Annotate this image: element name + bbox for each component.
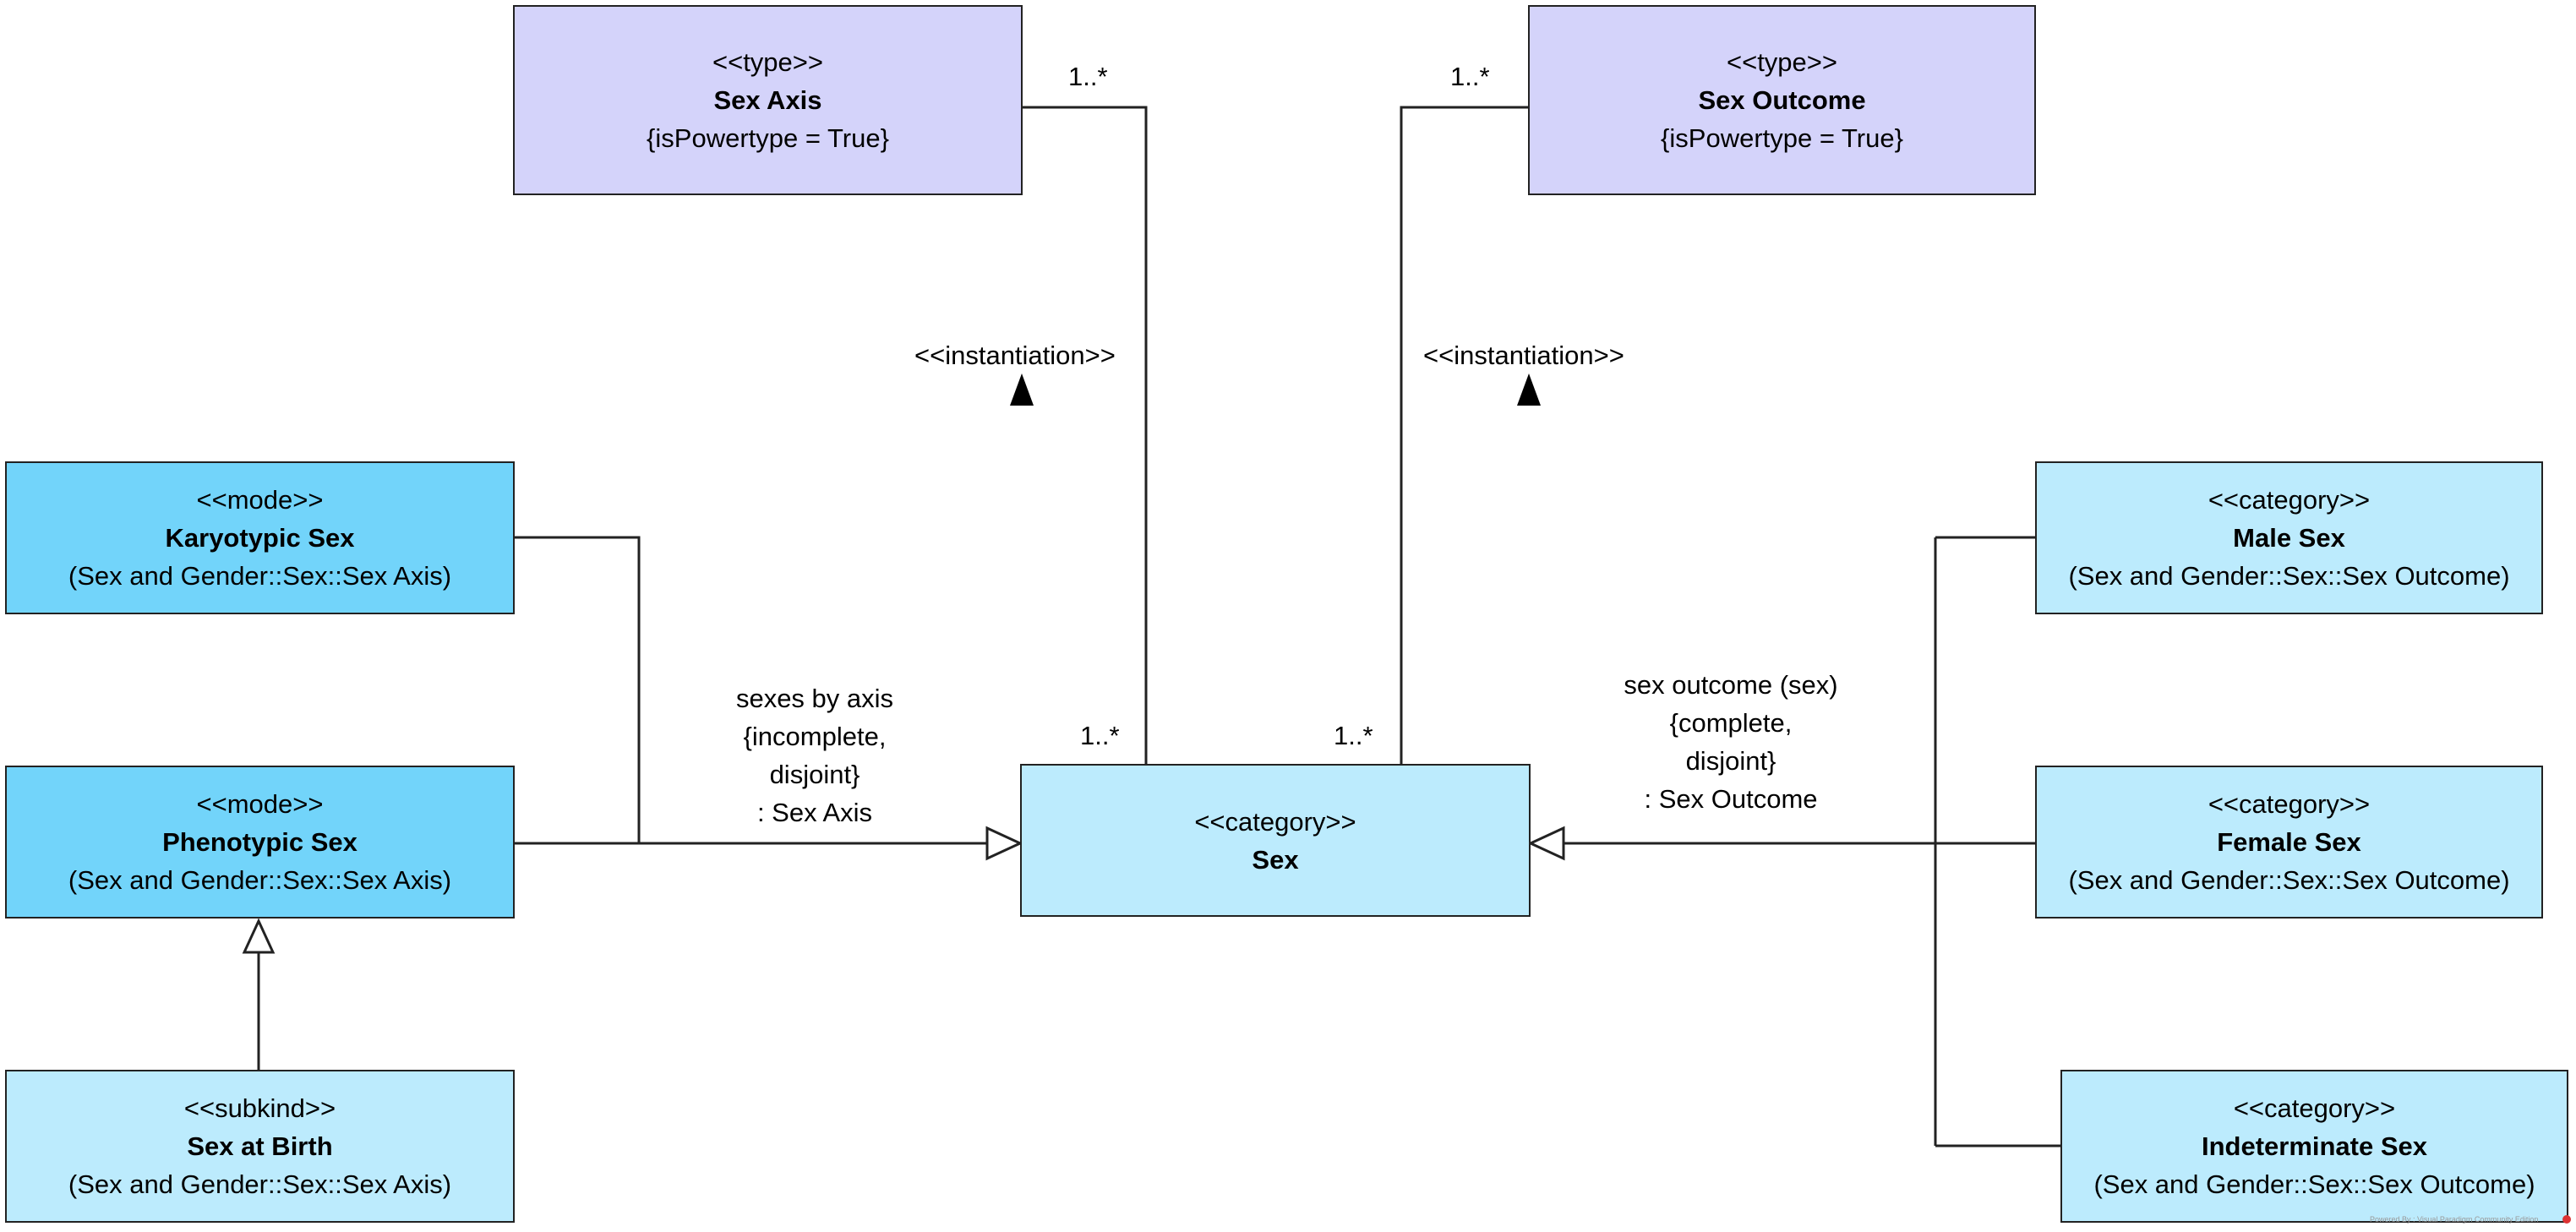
class-name: Sex Axis — [713, 85, 822, 115]
instantiation-direction-icon — [1517, 373, 1541, 406]
class-name: Karyotypic Sex — [165, 523, 355, 553]
genset-line: sexes by axis — [735, 684, 894, 713]
multiplicity-label: 1..* — [1080, 721, 1120, 750]
class-name: Indeterminate Sex — [2201, 1131, 2428, 1161]
generalization-arrowhead-subkind — [242, 918, 276, 954]
stereotype-label: <<category>> — [2208, 485, 2371, 515]
instantiation-direction-icon — [1010, 373, 1034, 406]
instantiation-line-right — [1400, 106, 1528, 764]
class-indeterminate-sex[interactable]: <<category>> Indeterminate Sex (Sex and … — [2060, 1070, 2568, 1223]
class-name: Phenotypic Sex — [162, 827, 357, 857]
multiplicity-label: 1..* — [1450, 62, 1490, 91]
genset-outcome-label: sex outcome (sex) {complete, disjoint} :… — [1604, 666, 1858, 818]
class-karyotypic-sex[interactable]: <<mode>> Karyotypic Sex (Sex and Gender:… — [5, 461, 515, 614]
genset-axis-karyotypic-line — [515, 536, 641, 843]
stereotype-label: <<category>> — [2233, 1093, 2396, 1123]
genset-line: {complete, — [1669, 708, 1793, 738]
multiplicity-label: 1..* — [1068, 62, 1108, 91]
class-male-sex[interactable]: <<category>> Male Sex (Sex and Gender::S… — [2035, 461, 2543, 614]
class-sex-outcome[interactable]: <<type>> Sex Outcome {isPowertype = True… — [1528, 5, 2036, 195]
watermark-logo-icon — [2562, 1215, 2571, 1224]
class-package-path: (Sex and Gender::Sex::Sex Outcome) — [2068, 561, 2510, 591]
class-name: Sex Outcome — [1698, 85, 1866, 115]
class-package-path: (Sex and Gender::Sex::Sex Axis) — [68, 561, 452, 591]
stereotype-label: <<mode>> — [196, 789, 324, 819]
class-package-path: (Sex and Gender::Sex::Sex Outcome) — [2093, 1169, 2535, 1199]
stereotype-label: <<mode>> — [196, 485, 324, 515]
genset-axis-label: sexes by axis {incomplete, disjoint} : S… — [698, 679, 931, 831]
multiplicity-label: 1..* — [1334, 721, 1373, 750]
class-package-path: (Sex and Gender::Sex::Sex Outcome) — [2068, 865, 2510, 895]
stereotype-label: <<type>> — [712, 47, 823, 77]
class-sex-at-birth[interactable]: <<subkind>> Sex at Birth (Sex and Gender… — [5, 1070, 515, 1223]
class-sex[interactable]: <<category>> Sex — [1020, 764, 1531, 917]
stereotype-label: <<subkind>> — [183, 1093, 336, 1123]
class-phenotypic-sex[interactable]: <<mode>> Phenotypic Sex (Sex and Gender:… — [5, 766, 515, 919]
instantiation-line-left — [1023, 106, 1148, 764]
genset-line: disjoint} — [769, 760, 860, 789]
genset-line: : Sex Axis — [756, 798, 873, 827]
watermark-text: Powered By : Visual Paradigm Community E… — [2370, 1215, 2539, 1224]
class-name: Female Sex — [2217, 827, 2361, 857]
class-sex-axis[interactable]: <<type>> Sex Axis {isPowertype = True} — [513, 5, 1023, 195]
genset-line: {incomplete, — [743, 722, 887, 751]
class-constraint: {isPowertype = True} — [1661, 123, 1903, 153]
generalization-arrowhead-axis — [985, 826, 1023, 861]
class-package-path: (Sex and Gender::Sex::Sex Axis) — [68, 865, 452, 895]
genset-line: disjoint} — [1685, 746, 1776, 776]
generalization-arrowhead-outcome — [1527, 826, 1565, 861]
genset-line: sex outcome (sex) — [1624, 670, 1838, 700]
instantiation-label: <<instantiation>> — [914, 341, 1116, 370]
class-name: Sex — [1252, 844, 1299, 875]
class-female-sex[interactable]: <<category>> Female Sex (Sex and Gender:… — [2035, 766, 2543, 919]
class-package-path: (Sex and Gender::Sex::Sex Axis) — [68, 1169, 452, 1199]
stereotype-label: <<category>> — [2208, 789, 2371, 819]
genset-line: : Sex Outcome — [1644, 784, 1818, 814]
class-constraint: {isPowertype = True} — [647, 123, 889, 153]
stereotype-label: <<type>> — [1726, 47, 1837, 77]
class-name: Male Sex — [2233, 523, 2345, 553]
stereotype-label: <<category>> — [1194, 806, 1356, 837]
instantiation-label: <<instantiation>> — [1423, 341, 1624, 370]
class-name: Sex at Birth — [187, 1131, 333, 1161]
